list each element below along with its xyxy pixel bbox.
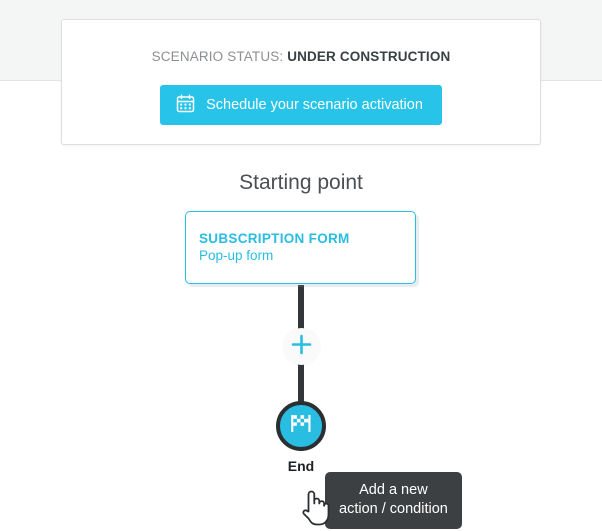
- calendar-icon: [176, 93, 195, 117]
- scenario-status-card: SCENARIO STATUS: UNDER CONSTRUCTION Sche…: [61, 19, 541, 145]
- trigger-node-subtitle: Pop-up form: [199, 248, 274, 263]
- starting-point-title: Starting point: [239, 171, 363, 194]
- checkered-flag-icon: [288, 412, 314, 441]
- end-node[interactable]: [276, 401, 326, 451]
- trigger-node-title: SUBSCRIPTION FORM: [199, 231, 350, 246]
- scenario-flow-canvas: Starting point SUBSCRIPTION FORM Pop-up …: [0, 145, 602, 529]
- scenario-status-label: SCENARIO STATUS:: [151, 49, 284, 64]
- schedule-scenario-activation-button[interactable]: Schedule your scenario activation: [160, 85, 442, 125]
- plus-icon: [291, 334, 312, 360]
- end-node-label: End: [287, 458, 315, 474]
- schedule-button-label: Schedule your scenario activation: [206, 97, 423, 113]
- add-action-tooltip: Add a new action / condition: [325, 472, 462, 529]
- trigger-node-subscription-form[interactable]: SUBSCRIPTION FORM Pop-up form: [185, 211, 416, 284]
- scenario-status-value: UNDER CONSTRUCTION: [287, 49, 451, 64]
- add-action-button[interactable]: [283, 328, 320, 365]
- scenario-status-line: SCENARIO STATUS: UNDER CONSTRUCTION: [152, 49, 451, 64]
